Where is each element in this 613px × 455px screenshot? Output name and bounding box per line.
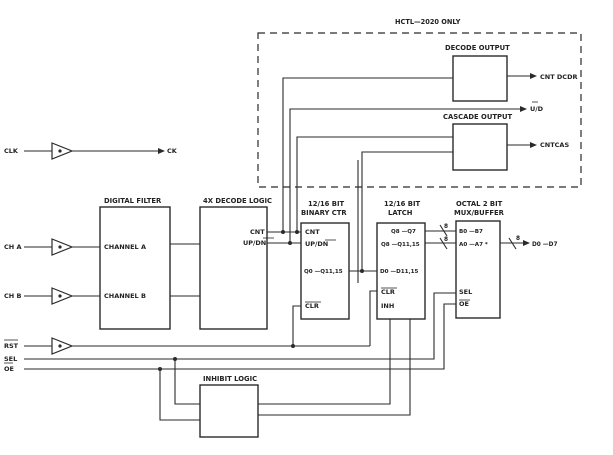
binary-counter-title-1: 12/16 BIT — [308, 200, 344, 208]
cascade-output-block — [452, 123, 508, 171]
binary-counter-title-2: BINARY CTR — [301, 209, 347, 217]
sel-label: SEL — [4, 355, 17, 363]
ck-label: CK — [167, 147, 178, 155]
ch-a-label: CH A — [4, 243, 22, 251]
wires — [24, 75, 530, 421]
input-buffer-clk — [51, 142, 74, 160]
input-buffer-chb — [51, 287, 74, 305]
bus-width-2: 8 — [444, 237, 448, 243]
junction-dots — [158, 230, 364, 371]
arrowheads — [158, 73, 537, 246]
mux-a-pin: A0 —A7 * — [459, 242, 488, 248]
cnt-dcdr-label: CNT DCDR — [540, 73, 577, 81]
counter-clr-pin: CLR — [305, 302, 319, 310]
latch-title-1: 12/16 BIT — [384, 200, 420, 208]
channel-b-label: CHANNEL B — [104, 292, 146, 300]
latch-inh-pin: INH — [381, 302, 394, 310]
latch-d-pin: D0 —D11,15 — [380, 269, 419, 275]
mux-oe-pin: OE — [459, 300, 469, 308]
hctl-2020-only-label: HCTL—2020 ONLY — [395, 18, 461, 26]
oe-label: OE — [4, 365, 14, 373]
rst-label: RST — [4, 342, 19, 350]
latch-title-2: LATCH — [388, 209, 413, 217]
channel-a-label: CHANNEL A — [104, 243, 146, 251]
latch-q1-pin: Q8 —Q7 — [391, 229, 416, 235]
inhibit-logic-title: INHIBIT LOGIC — [203, 375, 257, 383]
decode-output-block — [452, 55, 508, 102]
cnt-out-label: CNT — [250, 228, 265, 236]
data-out-label: D0 —D7 — [532, 242, 558, 248]
decode-logic-title: 4X DECODE LOGIC — [203, 197, 272, 205]
hctl-2020-region — [257, 32, 582, 188]
overbars — [4, 101, 538, 364]
mux-buffer-block — [455, 220, 501, 319]
binary-counter-block — [300, 222, 350, 320]
mux-title-1: OCTAL 2 BIT — [456, 200, 503, 208]
mux-b-pin: B0 —B7 — [459, 229, 483, 235]
up-dn-out-label: UP/DN — [243, 239, 266, 247]
inhibit-logic-block — [199, 384, 259, 438]
digital-filter-block — [99, 206, 171, 330]
counter-updn-pin: UP/DN — [305, 240, 328, 248]
clk-label: CLK — [4, 147, 19, 155]
digital-filter-title: DIGITAL FILTER — [104, 197, 162, 205]
bus-width-1: 8 — [444, 224, 448, 230]
mux-sel-pin: SEL — [459, 288, 472, 296]
cnt-cas-label: CNTCAS — [540, 141, 569, 149]
counter-cnt-pin: CNT — [305, 228, 320, 236]
input-buffer-rst — [51, 337, 74, 355]
latch-block — [376, 222, 426, 320]
mux-title-2: MUX/BUFFER — [454, 209, 505, 217]
input-buffer-cha — [51, 238, 74, 256]
latch-q2-pin: Q8 —Q11,15 — [381, 242, 420, 248]
counter-q-pin: Q0 —Q11,15 — [304, 269, 343, 275]
bus-width-out: 8 — [516, 236, 520, 242]
decode-output-title: DECODE OUTPUT — [445, 44, 510, 52]
latch-clr-pin: CLR — [381, 288, 395, 296]
u-d-label: U/D — [530, 105, 544, 113]
cascade-output-title: CASCADE OUTPUT — [443, 113, 512, 121]
decode-logic-block — [199, 206, 268, 330]
ch-b-label: CH B — [4, 292, 21, 300]
